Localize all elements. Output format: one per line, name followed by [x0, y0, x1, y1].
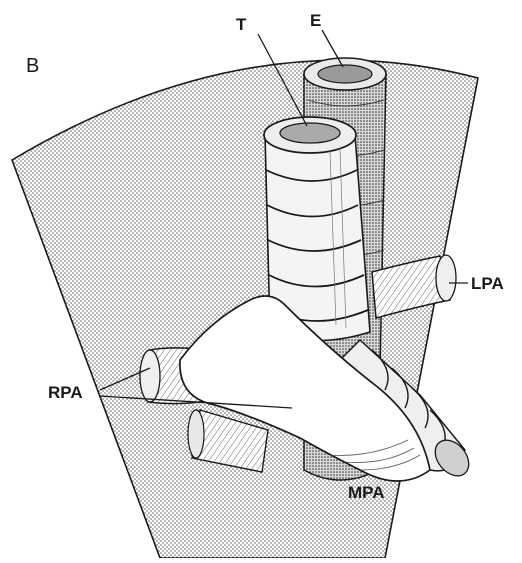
- label-trachea: T: [236, 16, 246, 33]
- label-esophagus: E: [310, 12, 321, 29]
- label-mpa: MPA: [348, 484, 385, 501]
- label-lpa: LPA: [471, 275, 504, 292]
- panel-letter: B: [26, 56, 39, 76]
- label-rpa: RPA: [48, 384, 83, 401]
